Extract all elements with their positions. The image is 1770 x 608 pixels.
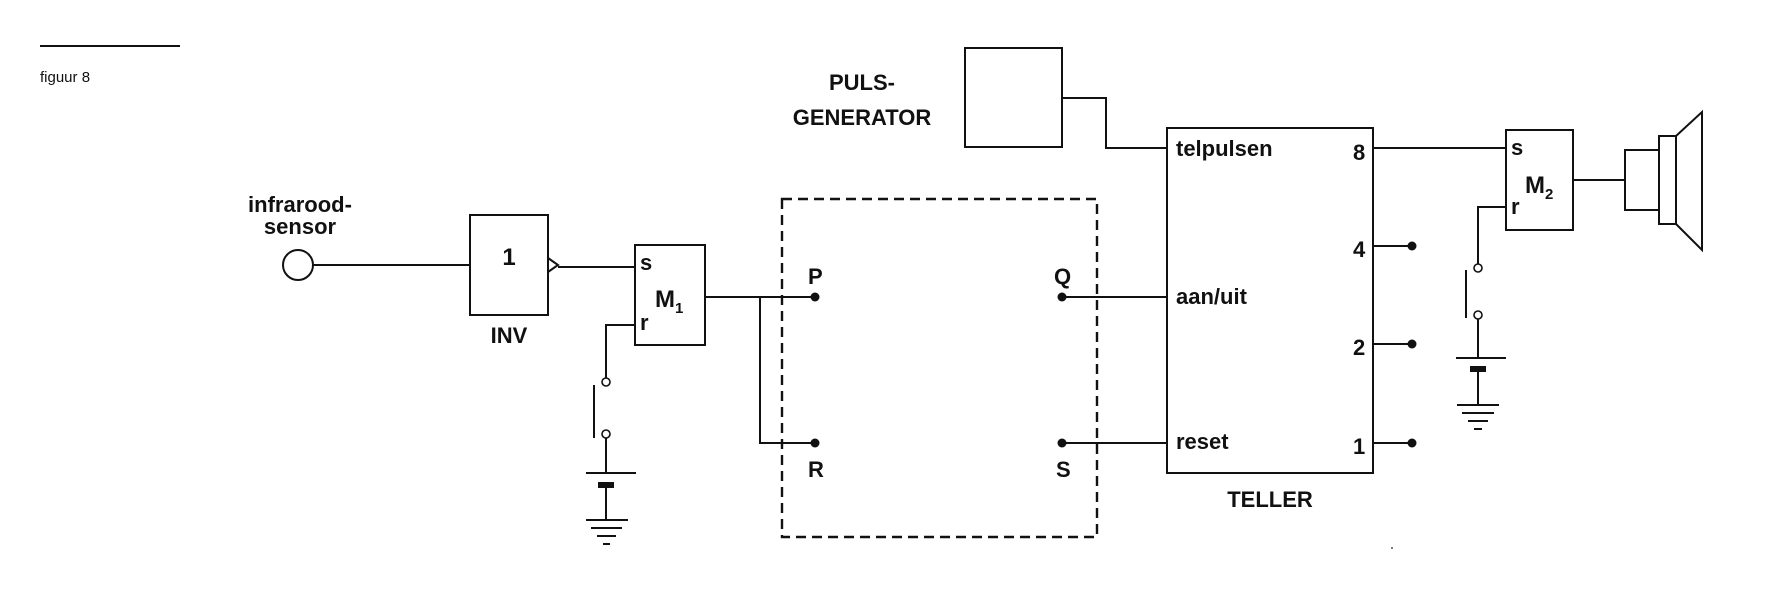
m2-switch-contact-bottom — [1473, 310, 1483, 320]
m1-name: M1 — [655, 286, 683, 317]
m2-switch-contact-top — [1473, 263, 1483, 273]
sensor-label-line1: infrarood- — [248, 192, 352, 217]
counter-input-count: telpulsen — [1176, 136, 1273, 161]
terminal-p — [810, 292, 820, 302]
pulse-generator-box — [964, 47, 1063, 148]
m2-r-label: r — [1511, 194, 1520, 219]
terminal-r-label: R — [808, 457, 824, 482]
counter-output-8: 8 — [1353, 140, 1365, 165]
m1-switch-contact-bottom — [601, 429, 611, 439]
memory-cell-m2: s r M2 — [1505, 129, 1574, 231]
inverter-name: INV — [491, 323, 528, 348]
m2-name: M2 — [1525, 172, 1553, 203]
terminal-r — [810, 438, 820, 448]
counter-output-4: 4 — [1353, 237, 1366, 262]
wire-m2-reset — [1477, 206, 1506, 266]
memory-cell-m1: s r M1 — [634, 244, 706, 346]
terminal-s-label: S — [1056, 457, 1071, 482]
terminal-out2 — [1407, 339, 1417, 349]
m2-box — [1505, 129, 1574, 231]
inverter-box — [469, 214, 549, 316]
m1-r-label: r — [640, 310, 649, 335]
terminal-out1 — [1407, 438, 1417, 448]
pulse-generator-label-line2: GENERATOR — [793, 105, 932, 130]
counter-input-onoff: aan/uit — [1176, 284, 1248, 309]
m2-battery-icon — [1456, 357, 1506, 405]
wire-branch-r — [759, 297, 815, 444]
infrared-sensor: infrarood- sensor — [248, 192, 352, 281]
counter-output-1: 1 — [1353, 434, 1365, 459]
sensor-icon — [282, 249, 314, 281]
inverter: 1 INV — [469, 214, 560, 348]
m2-s-label: s — [1511, 135, 1523, 160]
counter: telpulsen aan/uit reset 8 4 2 1 TELLER — [1166, 127, 1374, 512]
sensor-label-line2: sensor — [264, 214, 337, 239]
dashed-circuit-box: P R Q S — [780, 197, 1099, 539]
counter-name: TELLER — [1227, 487, 1313, 512]
pulse-generator-label-line1: PULS- — [829, 70, 895, 95]
loudspeaker-icon — [1624, 109, 1703, 253]
m1-battery-icon — [586, 472, 636, 520]
counter-output-2: 2 — [1353, 335, 1365, 360]
m1-s-label: s — [640, 250, 652, 275]
inverter-bubble-icon — [547, 257, 560, 273]
m1-box — [634, 244, 706, 346]
m2-ground-icon — [1457, 404, 1499, 430]
speck — [1391, 547, 1393, 549]
figure-caption: figuur 8 — [40, 69, 90, 86]
wire-m1-reset — [605, 324, 635, 380]
counter-box — [1166, 127, 1374, 474]
wire-generator-counter — [1062, 97, 1167, 149]
counter-input-reset: reset — [1176, 429, 1229, 454]
inverter-symbol: 1 — [502, 244, 515, 271]
m1-switch-contact-top — [601, 377, 611, 387]
terminal-q-label: Q — [1054, 264, 1071, 289]
terminal-p-label: P — [808, 264, 823, 289]
terminal-out4 — [1407, 241, 1417, 251]
m1-ground-icon — [586, 519, 628, 545]
dashed-box-outline — [780, 197, 1099, 539]
pulse-generator: PULS- GENERATOR — [793, 47, 1063, 148]
